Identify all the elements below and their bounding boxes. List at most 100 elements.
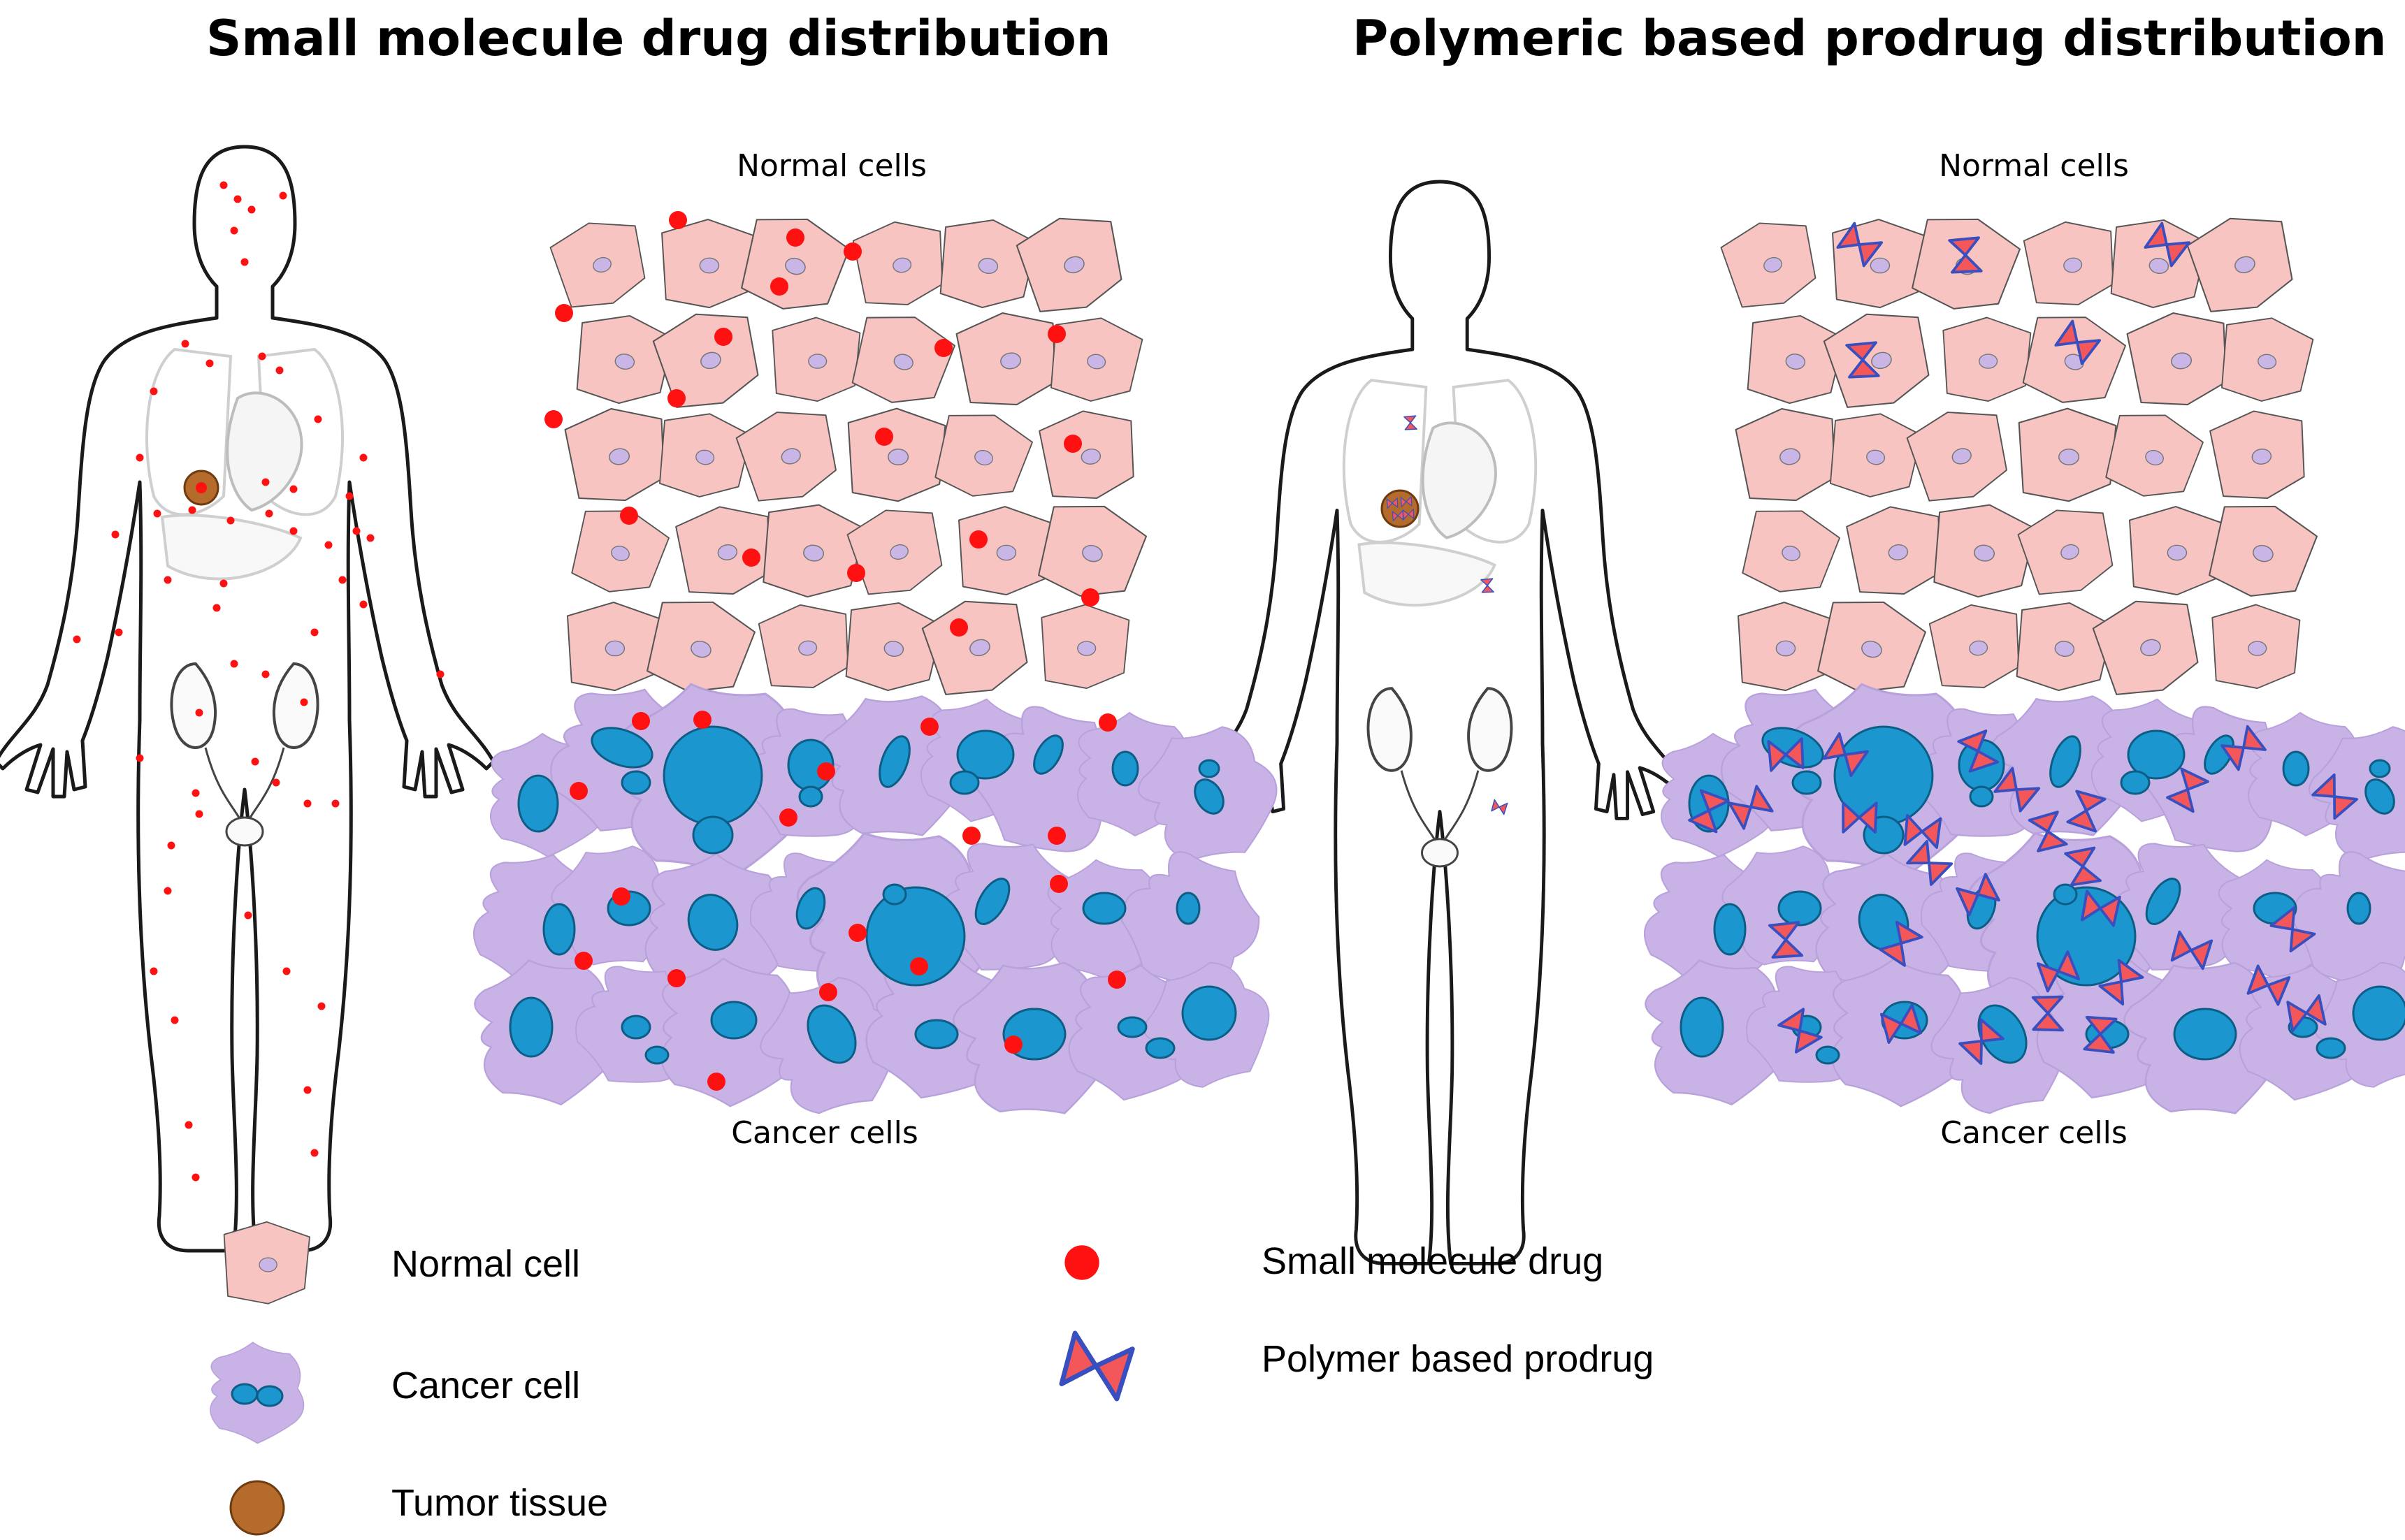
normal-tissue-drug-dot [555,304,573,322]
normal-cell [845,303,960,416]
normal-cell [565,498,674,604]
cancer-nucleus [710,1001,758,1040]
left-title: Small molecule drug distribution [206,10,1111,67]
legend-small-molecule-drug-label: Small molecule drug [1262,1240,1604,1282]
normal-tissue-right [1717,204,2323,706]
cancer-nucleus [621,770,651,795]
normal-cell [2207,404,2313,506]
tumor-right [1380,489,1420,528]
legend-cancer-nucleus [256,1385,284,1407]
body-drug-dot [167,841,175,850]
cancer-nucleus [1815,1045,1840,1065]
body-drug-dot [164,576,172,584]
body-outline-left [0,147,493,1251]
normal-cell [2014,497,2123,604]
cancer-nucleus [1111,750,1139,787]
normal-cell [847,407,946,502]
body-drug-dot [192,1173,200,1182]
cancer-tissue-drug-dot [962,827,981,845]
body-drug-dot [153,509,161,518]
body-drug-dot [436,670,445,678]
cancer-nucleus [1198,759,1220,778]
legend-polymer-prodrug-label: Polymer based prodrug [1262,1338,1654,1380]
body-drug-dot [261,478,270,486]
cancer-nucleus [1117,1016,1148,1038]
cancer-nucleus [2364,778,2395,815]
normal-tissue-drug-dot [875,428,893,446]
normal-tissue-drug-dot [667,389,686,407]
cancer-nucleus [2346,892,2371,925]
normal-cell [772,317,861,402]
body-drug-dot [310,628,319,637]
body-drug-dot [275,366,284,375]
normal-cell [1735,498,1845,604]
cancer-nucleus [879,735,911,788]
normal-cell [2021,215,2121,312]
body-drug-dot [205,359,214,368]
cancer-nucleus [1033,734,1064,775]
normal-cell [928,402,1038,509]
normal-cell [918,587,1039,705]
normal-cell [1041,604,1130,689]
cancer-nucleus [621,1015,651,1040]
cancer-nucleus [1145,1037,1176,1059]
normal-cell [734,205,855,323]
cancer-tissue-drug-dot [1048,827,1066,845]
cancer-nucleus [687,894,739,951]
legend-normal-cell-icon [223,1221,310,1305]
body-drug-dot [219,579,228,588]
body-drug-dot [226,516,235,525]
normal-cell [1825,407,1925,504]
normal-cell [1844,500,1949,602]
normal-cell [1942,317,2032,402]
body-outline-right [1196,182,1684,1263]
cancer-nucleus [692,815,734,855]
body-drug-dot [230,226,238,235]
normal-cell [2129,506,2223,596]
cancer-nucleus [1969,785,1994,808]
normal-tissue-drug-dot [847,564,865,582]
normal-cell [2088,587,2209,705]
body-drug-dot [233,195,242,203]
normal-cell [1928,497,2039,604]
normal-tissue-drug-dot [950,618,968,637]
normal-cells-label-right: Normal cells [1939,148,2129,184]
cancer-tissue-drug-dot [1108,971,1126,989]
tumor-drug-dot [196,482,207,493]
body-drug-dot [272,778,280,787]
body-drug-dot [244,911,252,920]
body-drug-dot [265,509,273,518]
normal-tissue-drug-dot [742,549,760,567]
normal-cell [649,300,770,418]
cancer-tissue-drug-dot [910,957,928,975]
body-drug-dot [150,967,158,975]
normal-tissue-left [546,204,1152,706]
cancer-nucleus [807,1004,857,1064]
cancer-nucleus [1176,892,1201,925]
body-drug-dot [212,604,221,612]
cancer-nucleus [1082,892,1127,925]
normal-tissue-drug-dot [1048,325,1066,343]
body-drug-dot [195,709,203,717]
cancer-tissue-drug-dot [570,782,588,800]
normal-tissue-drug-dot [620,507,638,525]
body-drug-dot [279,191,287,200]
cancer-nucleus [1680,996,1724,1058]
cancer-tissue-drug-dot [817,762,835,780]
cancer-tissue-drug-dot [819,983,837,1001]
normal-cell [567,602,660,692]
cancer-nucleus [2145,878,2181,925]
body-drug-dot [195,810,203,818]
normal-cell [2099,402,2209,509]
cancer-nucleus [644,1045,670,1065]
cancer-nucleus [1777,890,1822,927]
legend-tumor-icon [229,1480,285,1536]
body-drug-dot [185,1121,193,1129]
cancer-nucleus [2120,770,2151,795]
cancer-tissue-drug-dot [575,952,593,970]
body-drug-dot [251,757,259,766]
cancer-nucleus [2282,750,2310,787]
normal-tissue-drug-dot [669,211,687,229]
cancer-nucleus [1977,1004,2028,1064]
body-drug-dot [282,967,291,975]
